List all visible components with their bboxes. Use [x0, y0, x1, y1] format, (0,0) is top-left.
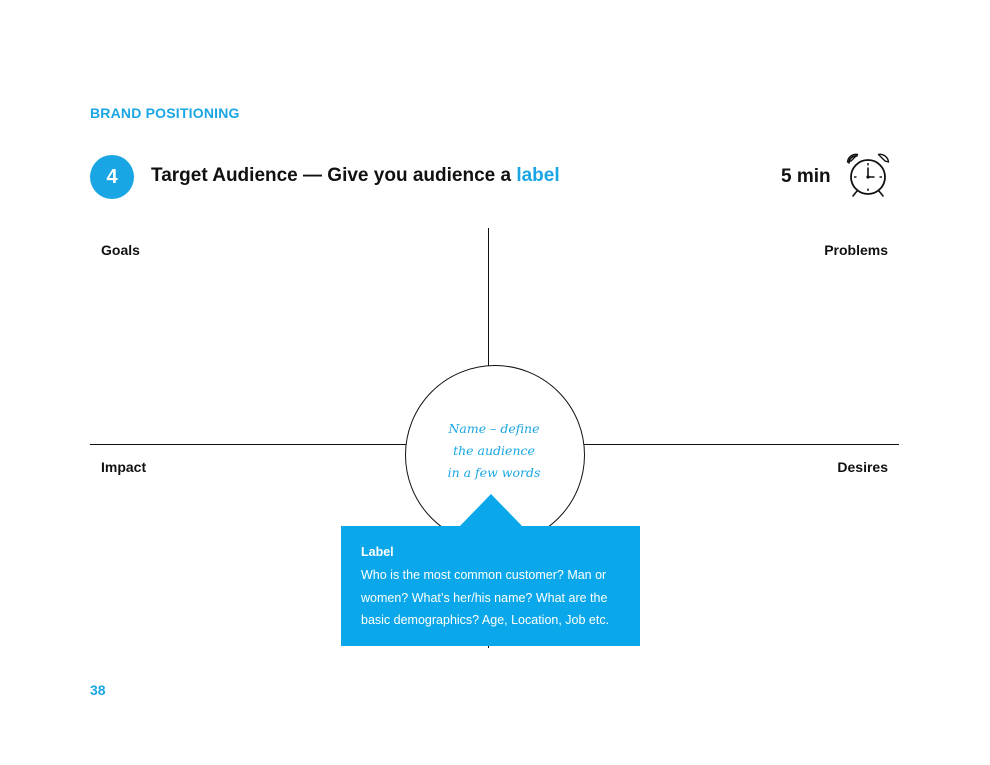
callout-line: women? What’s her/his name? What are the — [361, 590, 608, 605]
callout-line: basic demographics? Age, Location, Job e… — [361, 613, 610, 627]
audience-circle-text: Name – define the audience in a few word… — [420, 418, 568, 484]
audience-circle-line: in a few words — [447, 465, 541, 480]
callout-line: Who is the most common customer? Man or — [361, 568, 607, 582]
callout-pointer — [459, 494, 523, 527]
quadrant-label-goals: Goals — [101, 242, 140, 258]
section-label: BRAND POSITIONING — [90, 105, 240, 121]
page-title: Target Audience — Give you audience a la… — [151, 165, 560, 187]
alarm-clock-icon — [846, 153, 890, 197]
step-number-badge: 4 — [90, 155, 134, 199]
callout-body: Who is the most common customer? Man or … — [361, 564, 622, 632]
audience-circle-line: the audience — [453, 443, 535, 458]
horizontal-divider-right — [583, 444, 899, 445]
page-title-accent: label — [516, 165, 560, 186]
quadrant-label-desires: Desires — [837, 459, 888, 475]
duration-label: 5 min — [781, 166, 831, 187]
audience-circle-line: Name – define — [448, 421, 540, 436]
horizontal-divider-left — [90, 444, 406, 445]
quadrant-label-problems: Problems — [824, 242, 888, 258]
quadrant-label-impact: Impact — [101, 459, 147, 475]
callout-title: Label — [361, 545, 394, 559]
label-callout: Label Who is the most common customer? M… — [341, 526, 640, 646]
vertical-divider-top — [488, 228, 489, 366]
page-number: 38 — [90, 682, 106, 698]
page-title-main: Target Audience — Give you audience a — [151, 165, 517, 186]
